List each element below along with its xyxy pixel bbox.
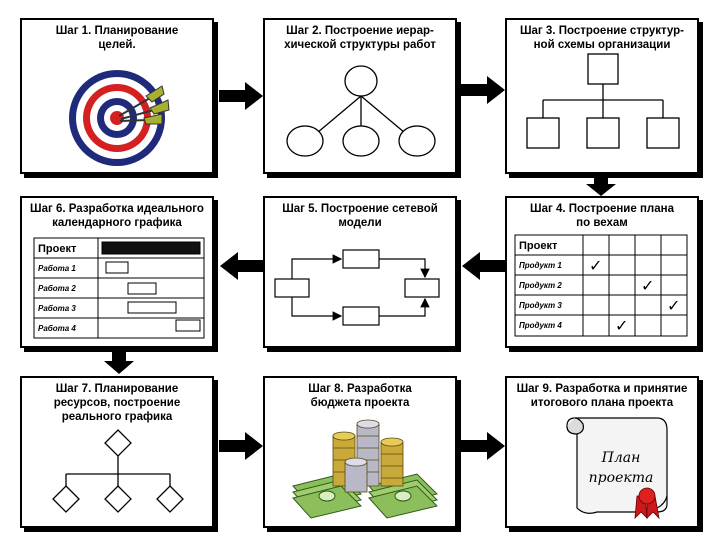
step-5-box: Шаг 5. Построение сетевой модели bbox=[263, 196, 457, 348]
step-6-title: Шаг 6. Разработка идеального календарног… bbox=[30, 203, 204, 229]
arrow-left-icon bbox=[220, 252, 264, 280]
step-5-title: Шаг 5. Построение сетевой модели bbox=[282, 203, 438, 229]
checkmark-icon: ✓ bbox=[667, 296, 680, 315]
step-6-box: Шаг 6. Разработка идеального календарног… bbox=[20, 196, 214, 348]
arrow-right-icon bbox=[219, 82, 263, 110]
checkmark-icon: ✓ bbox=[641, 276, 654, 295]
scroll-text-line1: План bbox=[601, 450, 641, 466]
gantt-bar-project bbox=[101, 241, 201, 255]
step-2-box: Шаг 2. Построение иерар- хической структ… bbox=[263, 18, 457, 174]
gantt-row-label: Работа 4 bbox=[38, 324, 76, 333]
step-8-title: Шаг 8. Разработка бюджета проекта bbox=[308, 383, 412, 409]
arrow-down-icon bbox=[104, 350, 134, 374]
step-3-box: Шаг 3. Построение структур- ной схемы ор… bbox=[505, 18, 699, 174]
arrow-left-icon bbox=[462, 252, 506, 280]
step-9-box: Шаг 9. Разработка и принятие итогового п… bbox=[505, 376, 699, 528]
hierarchy-tree-diagram bbox=[286, 65, 436, 157]
step-7-box: Шаг 7. Планирование ресурсов, построение… bbox=[20, 376, 214, 528]
gantt-chart-table: Проект Работа 1 Работа 2 Работа 3 Работа… bbox=[33, 237, 205, 339]
step-3-title: Шаг 3. Построение структур- ной схемы ор… bbox=[519, 25, 684, 51]
org-chart-diagram bbox=[526, 53, 680, 149]
step-2-title: Шаг 2. Построение иерар- хической структ… bbox=[284, 25, 436, 51]
gantt-bar bbox=[127, 282, 157, 295]
arrow-right-icon bbox=[219, 432, 263, 460]
gantt-row-label: Работа 2 bbox=[38, 284, 76, 293]
step-8-box: Шаг 8. Разработка бюджета проекта bbox=[263, 376, 457, 528]
step-1-title: Шаг 1. Планирование целей. bbox=[55, 25, 179, 51]
gantt-bar bbox=[105, 261, 129, 274]
step-1-box: Шаг 1. Планирование целей. bbox=[20, 18, 214, 174]
network-model-diagram bbox=[274, 249, 440, 326]
resource-tree-diagram bbox=[52, 429, 184, 513]
checkmark-icon: ✓ bbox=[615, 316, 628, 335]
arrow-down-icon bbox=[586, 174, 616, 196]
gantt-table-header: Проект bbox=[38, 243, 77, 255]
step-4-box: Шаг 4. Построение плана по вехам Проект … bbox=[505, 196, 699, 348]
milestone-row-label: Продукт 2 bbox=[519, 281, 562, 290]
step-4-title: Шаг 4. Построение плана по вехам bbox=[530, 203, 674, 229]
gantt-bar bbox=[175, 319, 201, 332]
gantt-bar bbox=[127, 301, 177, 314]
scroll-text-line2: проекта bbox=[589, 470, 654, 486]
step-7-title: Шаг 7. Планирование ресурсов, построение… bbox=[53, 383, 181, 423]
milestone-table: Проект Продукт 1 Продукт 2 Продукт 3 Про… bbox=[514, 234, 688, 337]
step-9-title: Шаг 9. Разработка и принятие итогового п… bbox=[516, 383, 688, 409]
checkmark-icon: ✓ bbox=[589, 256, 602, 275]
milestone-row-label: Продукт 1 bbox=[519, 261, 562, 270]
scroll-document-icon: План проекта bbox=[566, 417, 668, 520]
ribbon-seal-icon bbox=[634, 487, 660, 520]
arrow-right-icon bbox=[461, 76, 505, 104]
gantt-row-label: Работа 3 bbox=[38, 304, 76, 313]
milestone-row-label: Продукт 3 bbox=[519, 301, 562, 310]
milestone-table-header: Проект bbox=[519, 240, 558, 252]
milestone-row-label: Продукт 4 bbox=[519, 321, 562, 330]
target-icon bbox=[69, 70, 170, 166]
arrow-right-icon bbox=[461, 432, 505, 460]
money-stacks-icon bbox=[292, 419, 438, 519]
gantt-row-label: Работа 1 bbox=[38, 264, 76, 273]
